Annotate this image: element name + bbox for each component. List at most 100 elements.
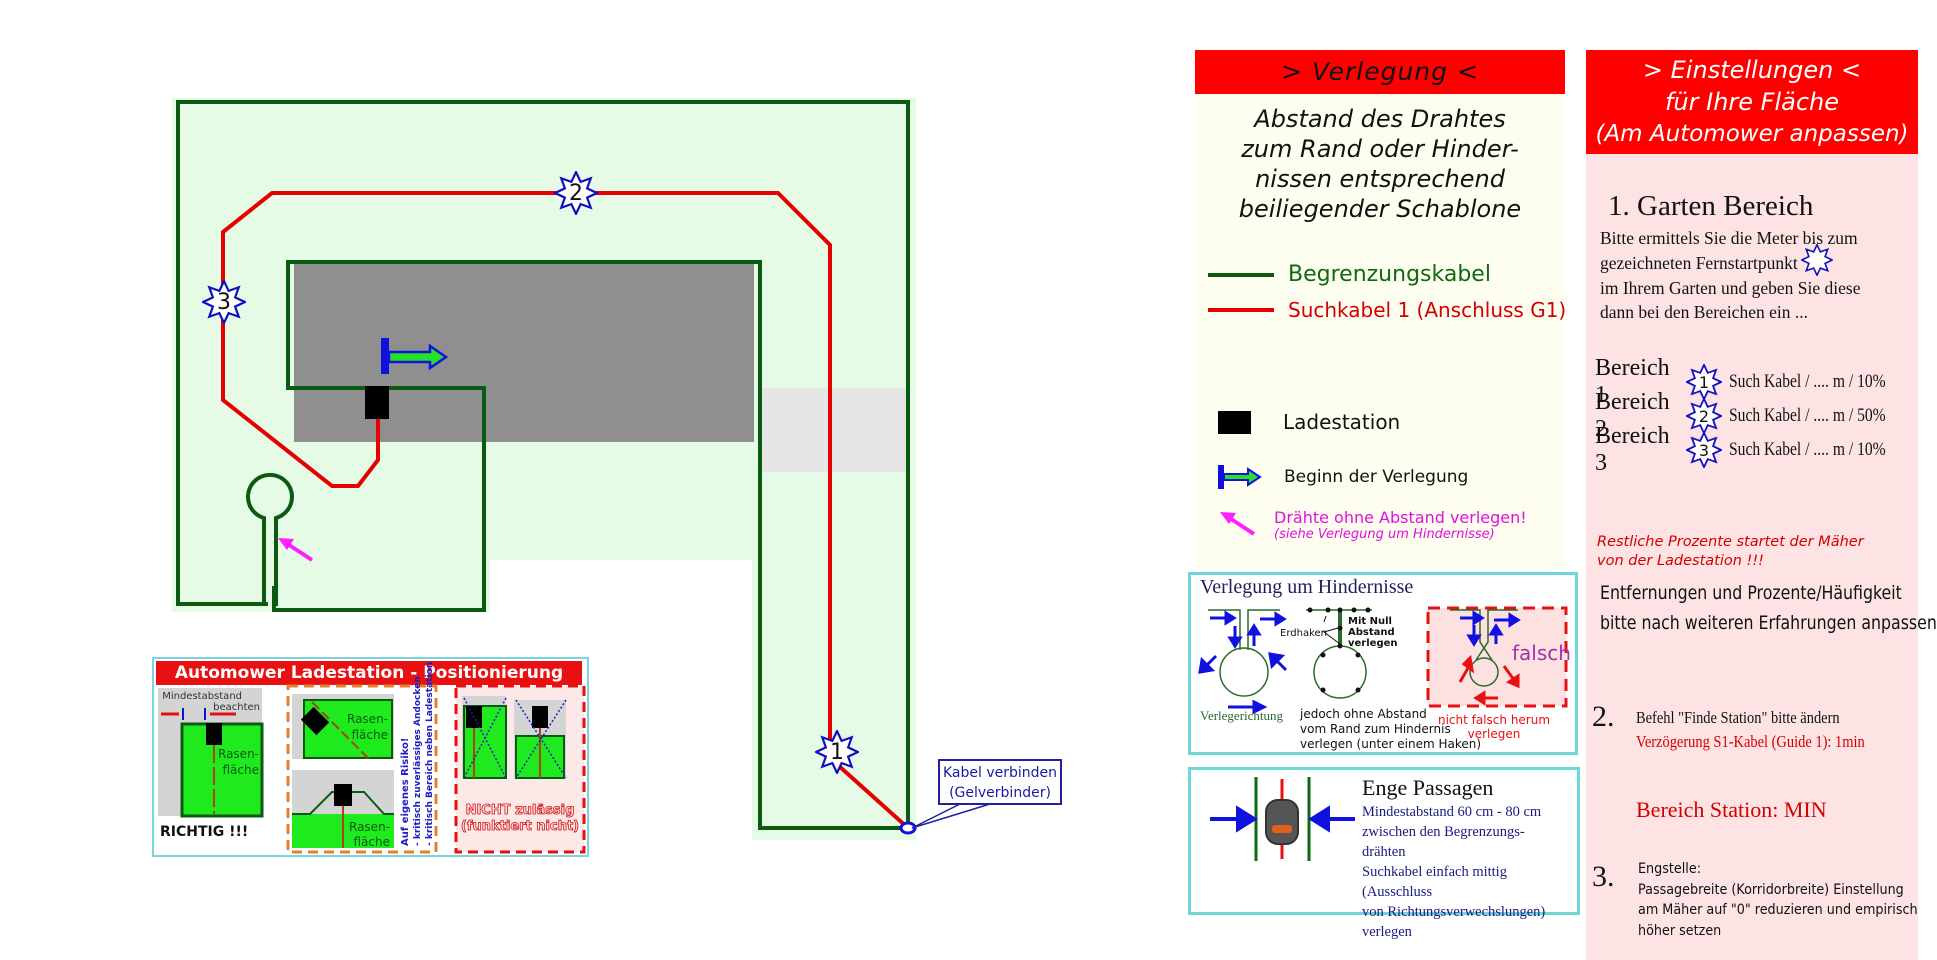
narrow-setting-line: am Mäher auf "0" reduzieren und empirisc… — [1638, 902, 1918, 918]
svg-text:- kritisch zuverlässiges Andoc: - kritisch zuverlässiges Andocken — [413, 676, 423, 846]
boundary-line-icon — [1208, 272, 1274, 277]
verlegung-panel — [1195, 94, 1565, 569]
station-icon — [1218, 410, 1251, 434]
begin-arrow-icon — [381, 338, 449, 374]
svg-text:fläche: fläche — [354, 835, 391, 849]
svg-text:verlegen: verlegen — [1468, 727, 1521, 741]
garden-map: 1 2 3 — [172, 98, 991, 840]
legend-begin: Beginn der Verlegung — [1216, 464, 1468, 490]
charging-station — [365, 386, 389, 419]
svg-text:3: 3 — [217, 290, 231, 315]
remaining-percent-note: Restliche Prozente startet der Mäher von… — [1597, 533, 1864, 571]
adjust-note: Entfernungen und Prozente/Häufigkeit bit… — [1600, 578, 1937, 638]
svg-text:Rasen-: Rasen- — [349, 820, 390, 834]
svg-text:RICHTIG !!!: RICHTIG !!! — [160, 824, 248, 840]
waypoint-star-icon: 3 — [1685, 432, 1722, 468]
step-3-number: 3. — [1592, 860, 1615, 893]
find-station-setting: Befehl "Finde Station" bitte ändern Verz… — [1636, 706, 1865, 754]
area-label: Bereich 2 — [1595, 389, 1670, 442]
narrow-passage-line: zwischen den Begrenzungs- — [1362, 824, 1525, 840]
svg-text:Rasen-: Rasen- — [218, 747, 259, 761]
verlegung-title: > Verlegung < — [1195, 50, 1565, 94]
settings-panel — [1586, 154, 1918, 960]
legend-station-label: Ladestation — [1283, 410, 1401, 434]
svg-text:1: 1 — [830, 740, 844, 765]
legend-guide-label: Suchkabel 1 (Anschluss G1) — [1288, 298, 1567, 322]
callout-line1: Kabel verbinden — [942, 765, 1058, 781]
wrong-direction-diagram: falsch nicht falsch herum verlegen — [1426, 606, 1571, 741]
garden-text-line: im Ihrem Garten und geben Sie diese — [1600, 278, 1861, 298]
svg-text:fläche: fläche — [223, 763, 260, 777]
station-positioning-title: Automower Ladestation - Positionierung — [156, 661, 582, 685]
connector-ring — [899, 821, 917, 835]
svg-text:1: 1 — [1699, 373, 1709, 392]
narrow-passage-title: Enge Passagen — [1362, 775, 1494, 800]
svg-text:Erdhaken: Erdhaken — [1280, 628, 1327, 639]
narrow-setting-line: Passagebreite (Korridorbreite) Einstellu… — [1638, 881, 1904, 898]
svg-text:vom Rand zum Hindernis: vom Rand zum Hindernis — [1300, 722, 1451, 736]
svg-text:Abstand: Abstand — [1348, 627, 1395, 638]
garden-area-text: Bitte ermittels Sie die Meter bis zum ge… — [1600, 226, 1920, 324]
step-2-number: 2. — [1592, 700, 1615, 733]
garden-area-heading: 1. Garten Bereich — [1608, 190, 1814, 222]
verlegung-intro: Abstand des Drahtes zum Rand oder Hinder… — [1195, 104, 1565, 224]
narrow-passage-line: von Richtungsverwechslungen) verlegen — [1362, 904, 1546, 940]
house — [294, 264, 754, 442]
wrong-placement-diagram: NICHT zulässig (funktiert nicht) — [454, 684, 586, 854]
waypoint-star-icon: 1 — [1685, 364, 1722, 400]
zero-distance-diagram: Erdhaken Mit Null Abstand verlegen jedoc… — [1280, 607, 1481, 751]
svg-text:falsch: falsch — [1512, 641, 1571, 665]
legend-wire-note: Drähte ohne Abstand verlegen! (siehe Ver… — [1216, 508, 1527, 542]
legend-guide: Suchkabel 1 (Anschluss G1) — [1208, 298, 1566, 322]
waypoint-3: 3 — [202, 280, 246, 324]
waypoint-star-icon: 2 — [1685, 398, 1722, 434]
boundary-island-loop — [246, 472, 294, 606]
intro-line: Abstand des Drahtes — [1254, 105, 1506, 133]
waypoint-star-icon — [1800, 244, 1833, 276]
svg-text:nicht falsch herum: nicht falsch herum — [1438, 713, 1550, 727]
legend-boundary-label: Begrenzungskabel — [1288, 262, 1491, 287]
obstacle-title: Verlegung um Hindernisse — [1200, 576, 1414, 598]
svg-text:Mit Null: Mit Null — [1348, 616, 1392, 627]
garden-text-line: gezeichneten Fernstartpunkt — [1600, 253, 1798, 273]
station-positioning-diagrams: Mindestabstand beachten Rasen- fläche RI… — [158, 662, 586, 854]
connector-callout: Kabel verbinden (Gelverbinder) — [938, 759, 1062, 805]
svg-text:fläche: fläche — [352, 728, 389, 742]
svg-text:Rasen-: Rasen- — [347, 712, 388, 726]
note-line: von der Ladestation !!! — [1597, 553, 1764, 569]
garden-text-line: Bitte ermittels Sie die Meter bis zum — [1600, 228, 1858, 248]
svg-text:- kritisch Bereich neben Lades: - kritisch Bereich neben Ladestation — [425, 662, 435, 846]
narrow-passage-line: drähten — [1362, 844, 1406, 860]
svg-text:(funktiert nicht): (funktiert nicht) — [461, 819, 579, 834]
area-label: Bereich 3 — [1595, 423, 1670, 476]
svg-text:3: 3 — [1699, 441, 1709, 460]
area-guide-setting: Such Kabel / .... m / 10% — [1728, 439, 1886, 460]
intro-line: zum Rand oder Hinder- — [1241, 135, 1519, 163]
guide-line-icon — [1208, 308, 1274, 312]
svg-text:NICHT zulässig: NICHT zulässig — [466, 803, 575, 818]
area-guide-setting: Such Kabel / .... m / 10% — [1728, 371, 1886, 392]
svg-text:verlegen: verlegen — [1348, 638, 1398, 649]
area-guide-setting: Such Kabel / .... m / 50% — [1728, 405, 1886, 426]
mower-icon — [1265, 799, 1299, 845]
intro-line: nissen entsprechend — [1255, 165, 1505, 193]
legend-wire-note-label: Drähte ohne Abstand verlegen! — [1274, 508, 1527, 527]
narrow-setting-line: höher setzen — [1638, 922, 1722, 939]
note-line: Restliche Prozente startet der Mäher — [1597, 534, 1864, 550]
narrow-passage-setting: Engstelle: Passagebreite (Korridorbreite… — [1638, 859, 1918, 941]
settings-title: > Einstellungen < für Ihre Fläche (Am Au… — [1586, 50, 1918, 154]
garden-text-line-with-star: gezeichneten Fernstartpunkt — [1600, 244, 1920, 276]
callout-line2: (Gelverbinder) — [949, 785, 1051, 801]
settings-title-line: für Ihre Fläche — [1664, 88, 1840, 116]
narrow-passage-text: Mindestabstand 60 cm - 80 cm zwischen de… — [1362, 802, 1577, 942]
svg-text:2: 2 — [569, 181, 583, 206]
callout-pointer — [911, 803, 991, 829]
intro-line: beiliegender Schablone — [1238, 195, 1522, 223]
area-label: Bereich 1 — [1595, 355, 1670, 408]
narrow-setting-line: Engstelle: — [1638, 861, 1702, 877]
note-line: bitte nach weiteren Erfahrungen anpassen — [1600, 612, 1937, 634]
svg-text:Auf eigenes Risiko!: Auf eigenes Risiko! — [400, 738, 411, 847]
settings-title-line: (Am Automower anpassen) — [1595, 121, 1909, 147]
garden-text-line: dann bei den Bereichen ein ... — [1600, 302, 1808, 322]
correct-placement-diagram: Mindestabstand beachten Rasen- fläche RI… — [158, 688, 264, 840]
